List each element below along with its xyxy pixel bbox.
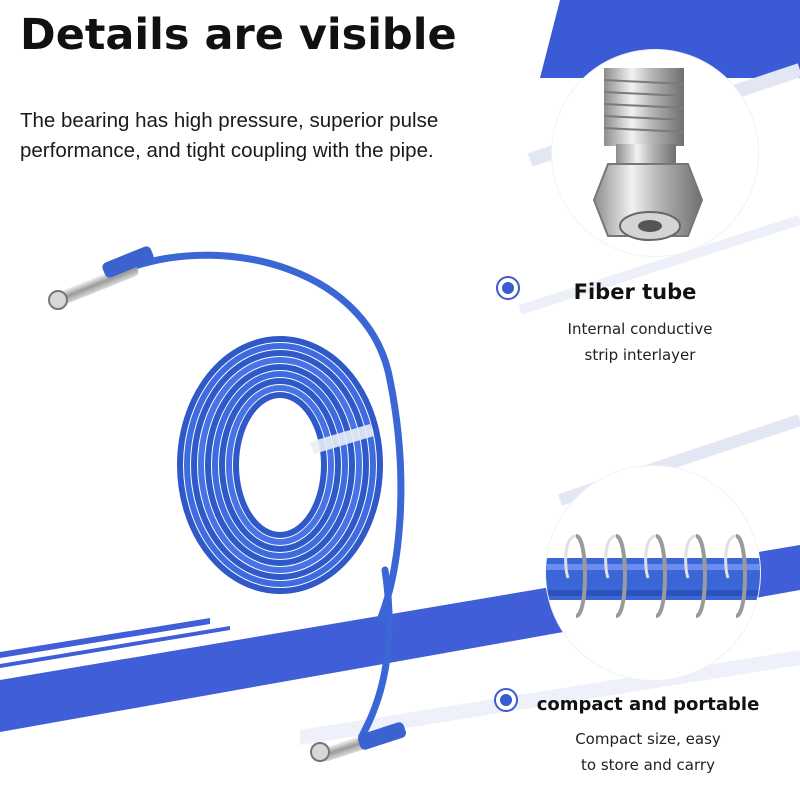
spring-guard-closeup-image — [546, 466, 760, 680]
feature-title: compact and portable — [536, 694, 760, 715]
page-title: Details are visible — [20, 10, 457, 60]
fiber-tube-bullet-icon — [496, 276, 520, 300]
feature-description-line: strip interlayer — [584, 346, 696, 364]
feature-description-line: Compact size, easy — [575, 730, 721, 748]
hose-fitting-top — [48, 246, 154, 310]
banner-shape — [540, 0, 800, 78]
feature-description-line: to store and carry — [581, 756, 715, 774]
hose-tail-top — [131, 251, 405, 624]
feature-description: Internal conductive strip interlayer — [540, 316, 740, 368]
feature-description: Compact size, easy to store and carry — [548, 726, 748, 778]
hose-tail-bottom — [356, 566, 393, 744]
deco-line — [518, 215, 800, 315]
feature-description-line: Internal conductive — [567, 320, 713, 338]
fitting-closeup-image — [552, 50, 758, 256]
hose-fitting-bottom — [310, 722, 406, 762]
feature-title: Fiber tube — [573, 280, 697, 304]
compact-bullet-icon — [494, 688, 518, 712]
coil-tie — [310, 424, 374, 454]
hose-coil-image — [48, 246, 406, 762]
hose-coil — [177, 336, 383, 594]
intro-text: The bearing has high pressure, superior … — [20, 109, 439, 162]
stripe-thin — [0, 618, 210, 658]
stripe-thin — [0, 626, 230, 668]
